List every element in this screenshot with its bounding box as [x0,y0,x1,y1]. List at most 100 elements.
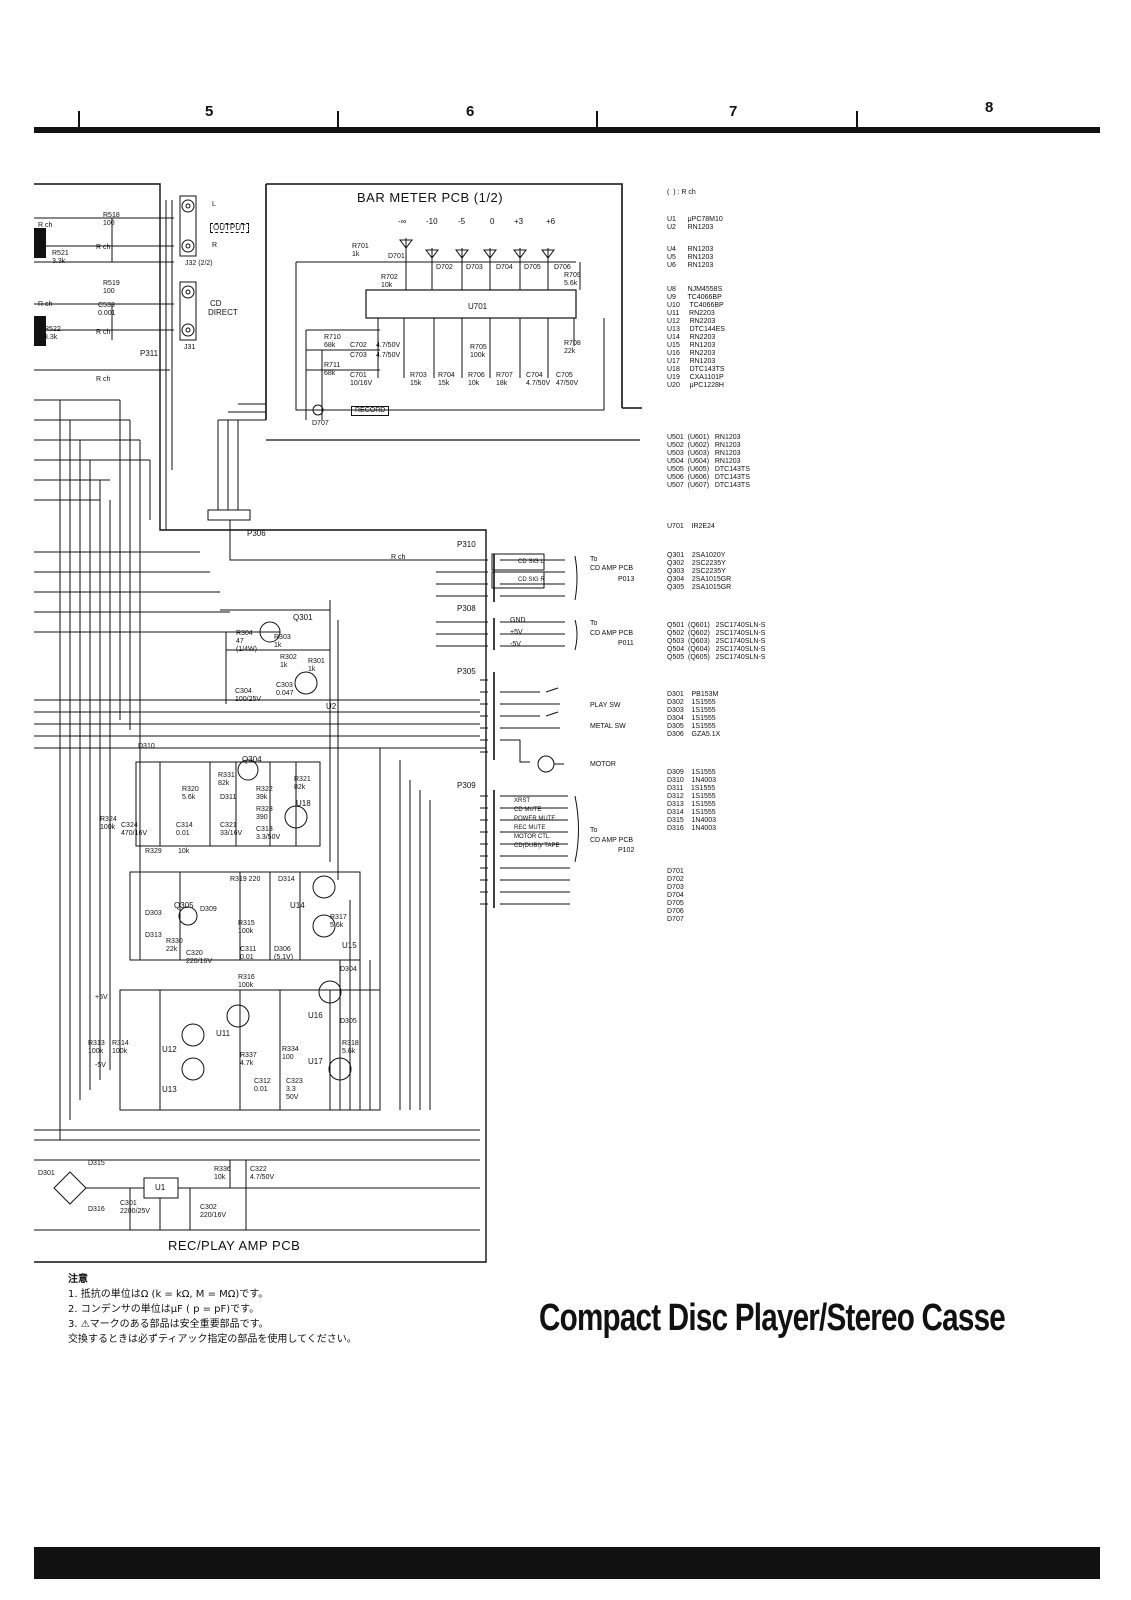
component-label: D309 [200,906,217,913]
component-label: C320 220/16V [186,950,213,965]
component-label: C321 33/16V [220,822,243,837]
component-label: R320 5.6k [182,786,199,801]
component-label: R301 1k [308,658,325,673]
component-label: R336 10k [214,1166,231,1181]
jack-r-label: R [212,242,218,249]
component-label: 4.7/50V [376,342,401,349]
component-label: R324 100k [100,816,117,831]
meter-scale-label: -∞ [398,217,407,226]
component-label: D310 [138,743,155,750]
component-label: C533 0.001 [98,302,116,317]
p310-label: P310 [457,540,476,549]
power-mute-label: POWER MUTE [514,816,556,822]
rch-label: R ch [96,329,111,336]
cd-direct-label-2: DIRECT [208,308,238,317]
cd-sig-l-label: CD SIG L [518,559,544,565]
component-label: 4.7/50V [376,352,401,359]
component-label: U18 [296,799,311,808]
component-label: C704 4.7/50V [526,372,551,387]
component-label: R703 15k [410,372,427,387]
component-label: C322 4.7/50V [250,1166,275,1181]
component-label: 10k [178,848,190,855]
component-label: D311 [220,794,237,801]
gnd-label: GND [510,617,526,624]
grid-tick [78,111,80,128]
parts-legend-u-group: U1 μPC78M10 U2 RN1203 [667,216,723,231]
bar-meter-pcb-title: BAR METER PCB (1/2) [357,190,504,205]
p011-label: P011 [618,640,634,647]
minus5v-rail-label: -5V [95,1062,106,1069]
meter-scale-label: +6 [546,217,556,226]
to-label: To [590,556,598,563]
component-label: C324 470/16V [121,822,148,837]
metal-sw-label: METAL SW [590,723,626,730]
rch-label: R ch [38,301,53,308]
component-label: R315 100k [238,920,255,935]
rec-mute-label: REC MUTE [514,825,546,831]
component-label: U1 [155,1183,166,1192]
component-label: R706 10k [468,372,485,387]
grid-zone-8: 8 [985,99,994,116]
rch-label: R ch [38,222,53,229]
to-label: To [590,827,598,834]
p306-label: P306 [247,529,266,538]
meter-scale-label: 0 [490,217,495,226]
rec-play-amp-pcb-title: REC/PLAY AMP PCB [168,1238,301,1253]
component-label: C302 220/16V [200,1204,227,1219]
component-label: U15 [342,941,357,950]
component-label: C301 2200/25V [120,1200,150,1215]
parts-legend-u-group: U8 NJM4558S U9 TC4066BP U10 TC4066BP U11… [667,286,725,389]
p102-label: P102 [618,847,635,854]
component-label: R318 5.6k [342,1040,359,1055]
component-label: U13 [162,1085,177,1094]
component-label: D315 [88,1160,105,1167]
component-label: R708 22k [564,340,581,355]
component-label: R334 100 [282,1046,299,1061]
led-label: D701 [388,253,405,260]
component-label: R323 390 [256,806,273,821]
component-label: R710 68k [324,334,341,349]
led-label: D704 [496,264,513,271]
component-label: C311 0.01 [240,946,257,961]
component-label: C303 0.047 [276,682,294,697]
component-label: R317 5.6k [330,914,347,929]
bottom-border-bar [34,1547,1100,1579]
component-label: C703 [350,352,367,359]
component-label: D303 [145,910,162,917]
grid-zone-6: 6 [466,103,475,120]
component-label: C314 0.01 [176,822,193,837]
j31-label: J31 [184,344,196,351]
notes-line: 1. 抵抗の単位はΩ (k = kΩ, M = MΩ)です。 [68,1289,269,1300]
component-label: R322 39k [256,786,273,801]
component-label: U16 [308,1011,323,1020]
cd-mute-label: CD MUTE [514,807,542,813]
component-label: R518 100 [103,212,120,227]
component-label: Q301 [293,613,313,622]
to-label: To [590,620,598,627]
component-label: C702 [350,342,367,349]
notes-heading: 注意 [68,1274,88,1285]
grid-tick [596,111,598,128]
component-label: D301 [38,1170,55,1177]
component-label: R313 100k [88,1040,105,1055]
notes-line: 3. ⚠マークのある部品は安全重要部品です。 [68,1319,269,1330]
led-label: D705 [524,264,541,271]
parts-legend-u-group: U501 (U601) RN1203 U502 (U602) RN1203 U5… [667,434,750,489]
component-label: R321 82k [294,776,311,791]
component-label: D314 [278,876,295,883]
component-label: Q305 [174,901,194,910]
component-label: R337 4.7k [240,1052,257,1067]
component-label: C304 100/25V [235,688,262,703]
record-label: RECORD [351,406,390,416]
led-label: D707 [312,420,329,427]
component-label: R522 3.3k [44,326,61,341]
rch-label: R ch [391,554,406,561]
component-label: R329 [145,848,162,855]
component-label: C312 0.01 [254,1078,271,1093]
component-label: R319 220 [230,876,261,883]
u701-label: U701 [468,302,488,311]
rch-label: R ch [96,244,111,251]
grid-zone-5: 5 [205,103,214,120]
cd-amp-pcb-label: CD AMP PCB [590,565,634,572]
